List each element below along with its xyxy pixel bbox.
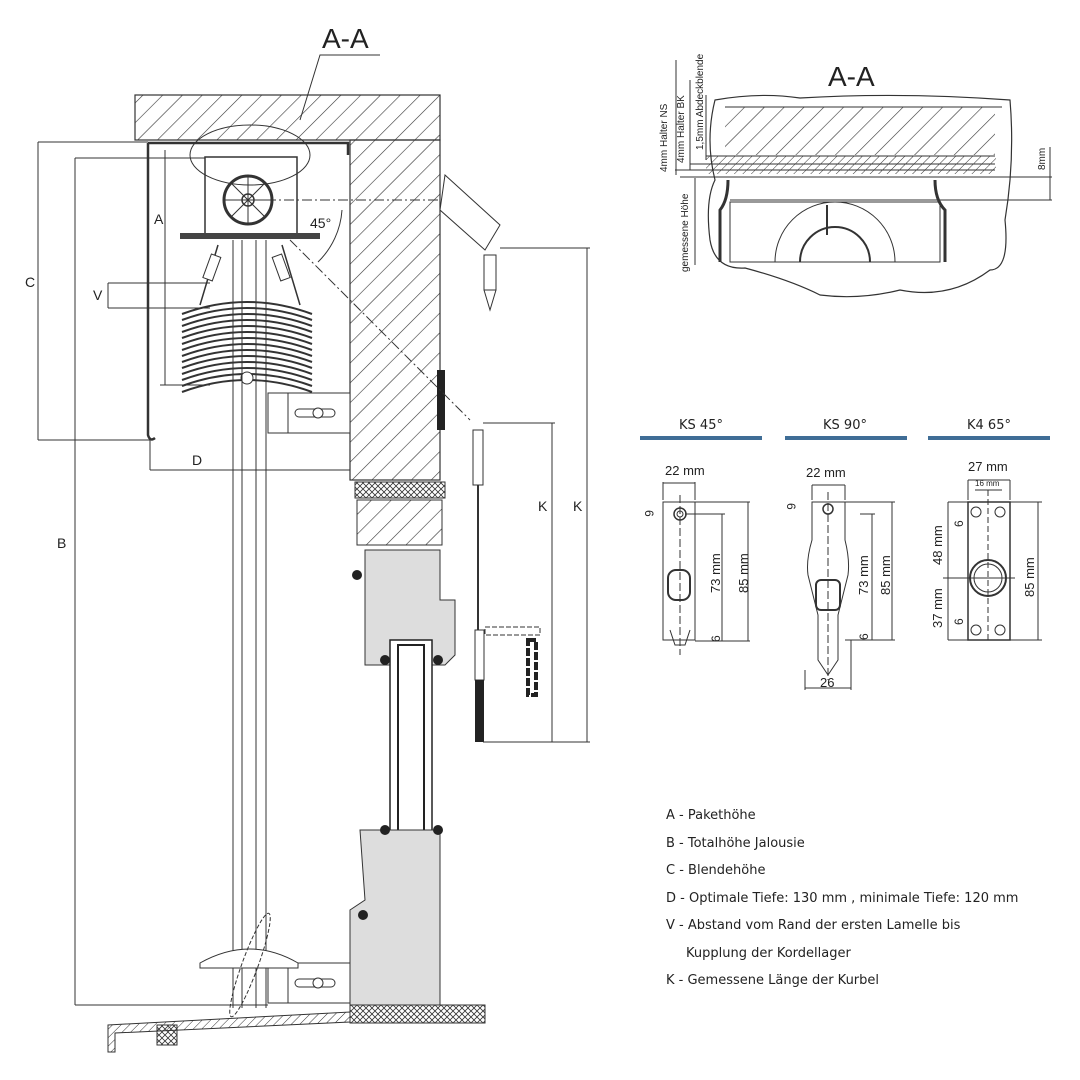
k465-total: 85 mm — [1022, 557, 1037, 597]
slat — [181, 355, 313, 369]
legend: A - Pakethöhe B - Totalhöhe Jalousie C -… — [666, 802, 1018, 995]
angle-label: 45° — [310, 215, 331, 231]
k465-width: 27 mm — [968, 459, 1008, 474]
ks90-hole-offset: 6 — [784, 503, 798, 510]
dimension-lines — [37, 54, 590, 1006]
legend-item-c: C - Blendehöhe — [666, 863, 766, 878]
slat — [181, 319, 313, 333]
label-8mm: 8mm — [1037, 148, 1048, 170]
ks45-bottom-offset: 6 — [709, 635, 723, 642]
bracet-bottom — [267, 962, 351, 1004]
ks45-total: 85 mm — [736, 553, 751, 593]
dim-label-v: V — [93, 287, 103, 303]
header-ks45: KS 45° — [679, 418, 723, 433]
slat — [181, 367, 313, 381]
ks90-width: 22 mm — [806, 465, 846, 480]
slat — [181, 337, 313, 351]
head-rail — [180, 124, 320, 239]
header-k465: K4 65° — [967, 418, 1011, 433]
bracket-top — [267, 392, 351, 434]
header-ks90: KS 90° — [823, 418, 867, 433]
slat — [181, 349, 313, 363]
section-marker-label: A-A — [322, 23, 369, 54]
ks45-width: 22 mm — [665, 463, 705, 478]
angle-reference — [248, 199, 471, 421]
lintel-wall — [134, 94, 441, 481]
cover-plate — [146, 141, 350, 441]
k465-hole-spacing: 16 mm — [975, 479, 1000, 488]
legend-item-b: B - Totalhöhe Jalousie — [666, 835, 805, 851]
slat — [181, 361, 313, 375]
cord-locks — [199, 244, 301, 306]
slat — [181, 301, 313, 315]
legend-item-a: A - Pakethöhe — [666, 808, 756, 823]
detail-title: A-A — [828, 61, 875, 92]
header-bar-k465 — [928, 436, 1050, 440]
k465-lower: 37 mm — [930, 588, 945, 628]
slat — [181, 313, 313, 327]
dim-label-k-inner: K — [538, 498, 548, 514]
slat — [181, 343, 313, 357]
crank-type-k465: 27 mm 16 mm 48 mm 37 mm 85 mm 6 6 — [930, 459, 1042, 641]
detail-circle — [189, 124, 311, 186]
detail-a-a: A-A 4mm Halter NS 4mm Halter BK 1,5mm Ab… — [659, 53, 1052, 298]
legend-item-v-cont: Kupplung der Kordellager — [686, 945, 851, 961]
sill-block — [156, 1024, 178, 1046]
legend-item-v: V - Abstand vom Rand der ersten Lamelle … — [666, 918, 961, 933]
k465-hole-offset-bottom: 6 — [952, 618, 966, 625]
ks90-bottom-offset: 6 — [857, 633, 871, 640]
label-halter-bk: 4mm Halter BK — [676, 95, 687, 163]
ks90-total: 85 mm — [878, 555, 893, 595]
ks45-hole-offset: 6 — [642, 510, 656, 517]
header-bar-ks90 — [785, 436, 907, 440]
crank-type-ks45: 22 mm 6 73 mm 85 mm 6 — [642, 463, 751, 655]
window-frame — [349, 481, 486, 1024]
window-sill — [107, 1011, 351, 1053]
crank-type-ks90: 22 mm 6 73 mm 85 mm 6 26 — [784, 465, 895, 690]
label-abdeckblende: 1,5mm Abdeckblende — [695, 53, 706, 150]
dim-label-d: D — [192, 452, 202, 468]
slat — [181, 331, 313, 345]
k465-hole-offset-top: 6 — [952, 520, 966, 527]
label-halter-ns: 4mm Halter NS — [659, 103, 670, 172]
slat — [181, 307, 313, 321]
crank — [437, 173, 541, 742]
dim-label-k-outer: K — [573, 498, 583, 514]
dim-label-c: C — [25, 274, 35, 290]
dim-label-a: A — [154, 211, 164, 227]
legend-item-d: D - Optimale Tiefe: 130 mm , minimale Ti… — [666, 890, 1019, 906]
slat — [181, 325, 313, 339]
bottom-rail — [199, 948, 299, 969]
ks90-base-width: 26 — [820, 675, 834, 690]
ladder-tapes — [232, 240, 267, 1008]
k465-upper: 48 mm — [930, 525, 945, 565]
dim-label-b: B — [57, 535, 66, 551]
label-gemessene-hoehe: gemessene Höhe — [680, 193, 691, 272]
ks90-inner: 73 mm — [856, 555, 871, 595]
header-bar-ks45 — [640, 436, 762, 440]
legend-item-k: K - Gemessene Länge der Kurbel — [666, 973, 880, 988]
ks45-inner: 73 mm — [708, 553, 723, 593]
